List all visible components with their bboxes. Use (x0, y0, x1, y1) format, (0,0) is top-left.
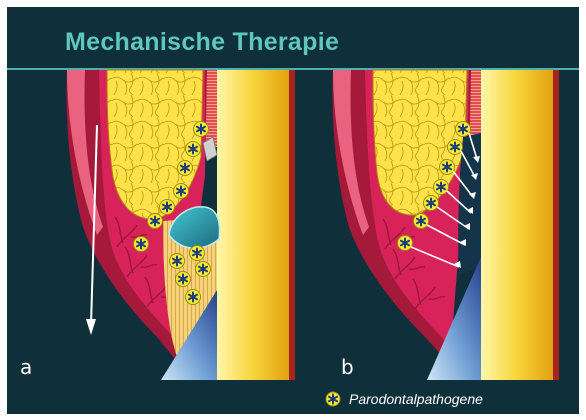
pathogen (190, 246, 205, 261)
tooth-root (481, 70, 553, 380)
pathogen (424, 196, 439, 211)
pathogen (170, 254, 185, 269)
diagram (7, 7, 579, 414)
pathogen-icon (325, 391, 341, 407)
panel-a (67, 70, 295, 380)
tooth-edge (289, 70, 295, 380)
panel-label-a: a (20, 355, 32, 379)
pathogen (414, 214, 429, 229)
pathogen (134, 237, 149, 252)
pathogen (440, 160, 455, 175)
arrow-head (86, 319, 96, 335)
pathogen (448, 140, 463, 155)
tooth-root (217, 70, 289, 380)
periodontal-ligament (205, 70, 217, 147)
pathogen (178, 161, 193, 176)
slide: Mechanische Therapie (7, 7, 579, 414)
pathogen (194, 122, 209, 137)
pathogen (176, 272, 191, 287)
pathogen (186, 142, 201, 157)
legend: Parodontalpathogene (325, 391, 483, 407)
pathogen (160, 200, 175, 215)
pathogen (148, 214, 163, 229)
pathogen (186, 290, 201, 305)
panel-b (333, 70, 559, 380)
pathogen (434, 180, 449, 195)
panel-label-b: b (341, 355, 354, 379)
pathogen (456, 122, 471, 137)
pathogen (174, 184, 189, 199)
tooth-edge (553, 70, 559, 380)
pathogen (196, 262, 211, 277)
pathogen (398, 236, 413, 251)
legend-label: Parodontalpathogene (349, 391, 483, 407)
